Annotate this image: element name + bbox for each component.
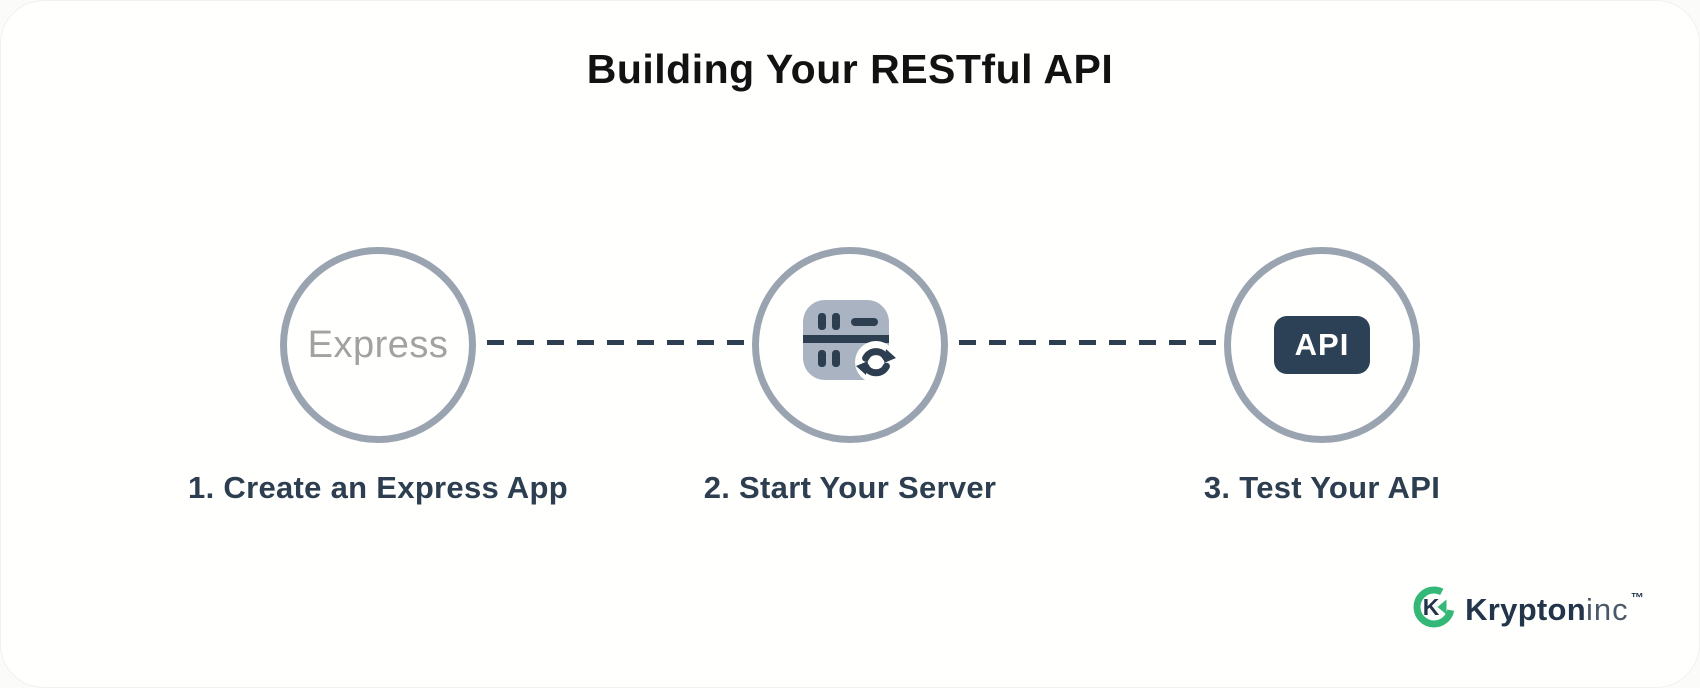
page-title: Building Your RESTful API xyxy=(586,46,1114,92)
api-badge: API xyxy=(1274,316,1370,374)
step-circle-api: API xyxy=(1224,247,1420,443)
trademark-symbol: ™ xyxy=(1630,590,1644,606)
express-wordmark: Express xyxy=(307,323,449,366)
dashed-connector-line xyxy=(959,340,1217,345)
step-label-1: 1. Create an Express App xyxy=(188,470,568,505)
step-circle-server xyxy=(752,247,948,443)
krypton-logo-icon: K xyxy=(1412,585,1456,634)
step-circle-express: Express xyxy=(280,247,476,443)
brand-suffix: inc xyxy=(1586,591,1629,627)
brand-name: Krypton xyxy=(1465,591,1587,627)
server-sync-icon xyxy=(801,298,899,393)
svg-text:K: K xyxy=(1423,594,1440,620)
step-label-3: 3. Test Your API xyxy=(1203,470,1441,505)
dashed-connector-line xyxy=(487,340,745,345)
step-label-2: 2. Start Your Server xyxy=(703,470,997,505)
